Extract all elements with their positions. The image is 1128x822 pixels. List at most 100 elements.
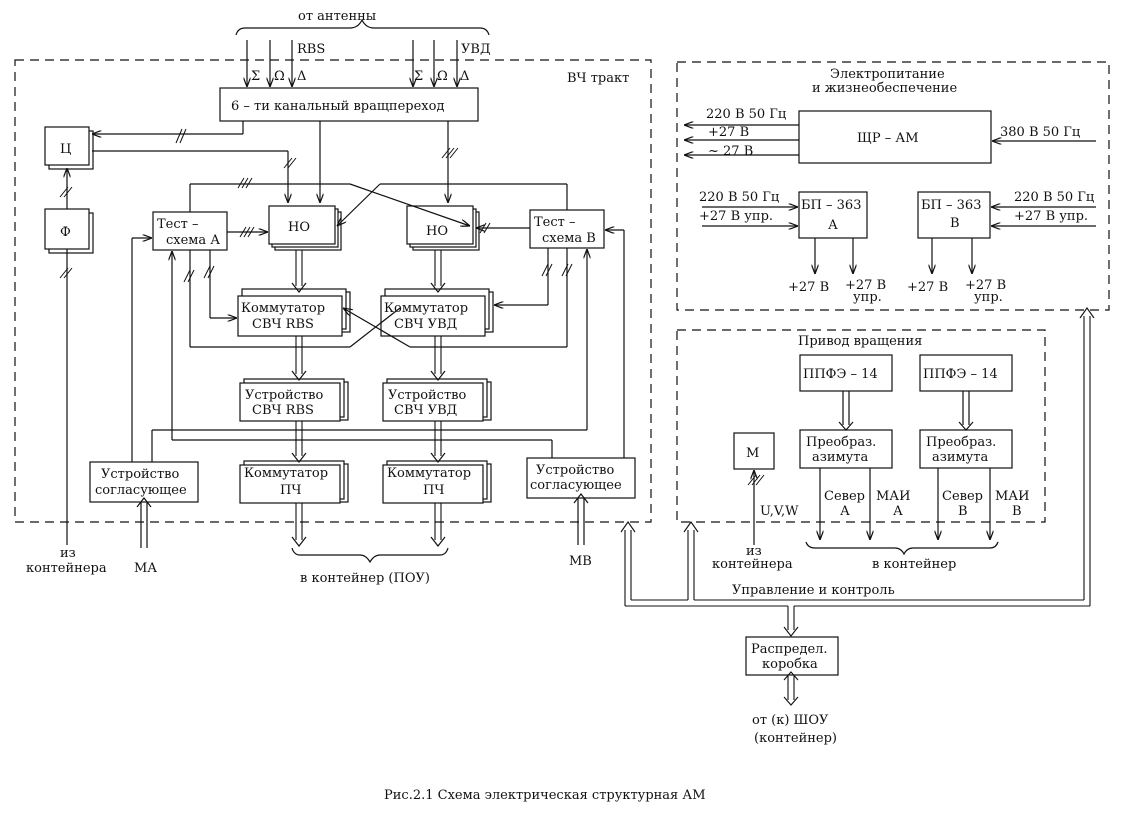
power-main-block bbox=[798, 110, 992, 164]
ma-label: МА bbox=[134, 561, 157, 576]
if-switch-right bbox=[382, 464, 484, 504]
c-block-label: Ц bbox=[60, 142, 71, 157]
uvw-label: U,V,W bbox=[760, 504, 799, 519]
drive-from-container-2: контейнера bbox=[712, 557, 793, 572]
bp-b-out-27: +27 В bbox=[907, 280, 948, 295]
power-section-frame bbox=[676, 61, 1110, 311]
bp-b-out-27u-2: упр. bbox=[974, 290, 1003, 305]
bp-b-in-220: 220 В 50 Гц bbox=[1014, 190, 1094, 205]
north-b-line2: В bbox=[958, 504, 968, 519]
motor-block bbox=[733, 432, 775, 470]
power-title-line1: Электропитание bbox=[830, 67, 945, 82]
match-device-left bbox=[89, 461, 199, 503]
f-block-label: Ф bbox=[60, 225, 71, 240]
ppfe-a-block bbox=[799, 354, 893, 392]
device-rbs-line2: СВЧ RBS bbox=[252, 403, 314, 418]
rf-section-title: ВЧ тракт bbox=[567, 71, 629, 86]
bp-a-in-220: 220 В 50 Гц bbox=[699, 190, 779, 205]
to-container-pou-label: в контейнер (ПОУ) bbox=[300, 571, 430, 586]
switch-rbs-line1: Коммутатор bbox=[241, 301, 325, 316]
no-left-label: НО bbox=[288, 220, 310, 235]
figure-caption: Рис.2.1 Схема электрическая структурная … bbox=[384, 788, 706, 803]
north-a-line2: А bbox=[840, 504, 850, 519]
conv-a-line1: Преобраз. bbox=[806, 435, 876, 450]
if-right-line1: Коммутатор bbox=[387, 466, 471, 481]
no-left-block bbox=[268, 205, 336, 245]
bp-a-out-27: +27 В bbox=[788, 280, 829, 295]
uvd-label: УВД bbox=[461, 42, 491, 57]
power-title-line2: и жизнеобеспечение bbox=[812, 81, 957, 96]
sigma-right: Σ bbox=[414, 69, 423, 84]
drive-to-container: в контейнер bbox=[872, 557, 956, 572]
bp-a-in-27: +27 В упр. bbox=[699, 209, 773, 224]
ppfe-b-label: ППФЭ – 14 bbox=[923, 367, 998, 382]
bp-a-out-27u-1: +27 В bbox=[845, 278, 886, 293]
from-container-line1: из bbox=[60, 546, 76, 561]
bp-a-line1: БП – 363 bbox=[801, 198, 861, 213]
no-right-label: НО bbox=[426, 224, 448, 239]
bp-b-in-27: +27 В упр. bbox=[1014, 209, 1088, 224]
device-uvd-line2: СВЧ УВД bbox=[394, 403, 457, 418]
test-b-line1: Тест – bbox=[534, 215, 575, 230]
match-left-line1: Устройство bbox=[101, 467, 179, 482]
device-uvd-block bbox=[382, 382, 484, 422]
from-container-line2: контейнера bbox=[26, 561, 107, 576]
rf-section-frame bbox=[14, 59, 652, 523]
device-rbs-line1: Устройство bbox=[245, 388, 323, 403]
if-left-line1: Коммутатор bbox=[244, 466, 328, 481]
bp-363-a bbox=[798, 191, 868, 239]
bp-b-line2: В bbox=[950, 216, 960, 231]
shou-line2: (контейнер) bbox=[754, 731, 837, 746]
ppfe-a-label: ППФЭ – 14 bbox=[803, 367, 878, 382]
bp-a-line2: А bbox=[828, 218, 838, 233]
if-right-line2: ПЧ bbox=[423, 483, 444, 498]
if-left-line2: ПЧ bbox=[280, 483, 301, 498]
omega-right: Ω bbox=[437, 69, 448, 84]
omega-left: Ω bbox=[274, 69, 285, 84]
c-block bbox=[44, 126, 90, 166]
rotary-joint-label: 6 – ти канальный вращпереход bbox=[231, 99, 444, 114]
distribution-box bbox=[745, 636, 839, 676]
mb-label: МВ bbox=[569, 554, 592, 569]
drive-section-frame bbox=[676, 329, 1046, 523]
test-a-line1: Тест – bbox=[157, 217, 198, 232]
bp-b-line1: БП – 363 bbox=[921, 198, 981, 213]
switch-uvd-block bbox=[380, 295, 486, 337]
conv-b-line2: азимута bbox=[932, 450, 988, 465]
switch-uvd-line1: Коммутатор bbox=[384, 301, 468, 316]
match-left-line2: согласующее bbox=[95, 483, 187, 498]
bp-363-b bbox=[917, 191, 991, 239]
power-in-220: 220 В 50 Гц bbox=[706, 107, 786, 122]
rbs-label: RBS bbox=[297, 42, 325, 57]
drive-title: Привод вращения bbox=[798, 334, 922, 349]
match-right-line2: согласующее bbox=[530, 478, 622, 493]
dist-box-line1: Распредел. bbox=[751, 642, 828, 657]
shou-line1: от (к) ШОУ bbox=[752, 713, 829, 728]
delta-right: Δ bbox=[460, 69, 469, 84]
north-b-line1: Север bbox=[942, 489, 983, 504]
power-in-380: 380 В 50 Гц bbox=[1000, 125, 1080, 140]
mai-a-line2: А bbox=[893, 504, 903, 519]
switch-rbs-line2: СВЧ RBS bbox=[252, 317, 314, 332]
drive-from-container-1: из bbox=[746, 544, 762, 559]
device-uvd-line1: Устройство bbox=[388, 388, 466, 403]
conv-b-line1: Преобраз. bbox=[926, 435, 996, 450]
power-out-ac27: ~ 27 В bbox=[708, 144, 753, 159]
match-device-right bbox=[526, 457, 636, 499]
motor-label: М bbox=[746, 446, 759, 461]
device-rbs-block bbox=[239, 382, 341, 422]
control-label: Управление и контроль bbox=[732, 583, 895, 598]
match-right-line1: Устройство bbox=[536, 463, 614, 478]
north-a-line1: Север bbox=[824, 489, 865, 504]
conv-a-line2: азимута bbox=[812, 450, 868, 465]
mai-a-line1: МАИ bbox=[876, 489, 911, 504]
from-antenna-label: от антенны bbox=[298, 9, 376, 24]
mai-b-line1: МАИ bbox=[995, 489, 1030, 504]
test-b-line2: схема В bbox=[542, 231, 596, 246]
rotary-joint-block bbox=[219, 87, 479, 122]
if-switch-left bbox=[239, 464, 341, 504]
bp-a-out-27u-2: упр. bbox=[853, 290, 882, 305]
sigma-left: Σ bbox=[251, 69, 260, 84]
switch-uvd-line2: СВЧ УВД bbox=[394, 317, 457, 332]
